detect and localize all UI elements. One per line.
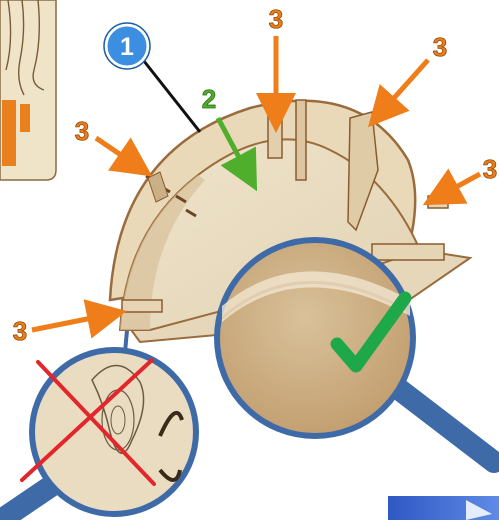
callout-3-left-label: 3 bbox=[75, 116, 89, 146]
callout-3-bottom-left: 3 bbox=[13, 314, 112, 346]
callout-3-right: 3 bbox=[436, 154, 497, 198]
badge-leader-line bbox=[140, 56, 200, 132]
callout-3-right-label: 3 bbox=[483, 154, 497, 184]
callout-3-bottom-left-label: 3 bbox=[13, 316, 27, 346]
callout-3-left: 3 bbox=[75, 116, 140, 168]
callout-3-upper-right: 3 bbox=[378, 32, 447, 116]
callout-2-label: 2 bbox=[202, 84, 216, 114]
template-inset bbox=[0, 0, 56, 180]
magnifier-correct bbox=[217, 240, 494, 462]
magnifier-wrong bbox=[4, 350, 196, 518]
badge-number: 1 bbox=[120, 33, 134, 61]
callout-3-top-label: 3 bbox=[269, 4, 283, 34]
part-badge-1: 1 bbox=[104, 23, 150, 69]
next-button[interactable] bbox=[388, 496, 499, 520]
callout-3-upper-right-label: 3 bbox=[433, 32, 447, 62]
